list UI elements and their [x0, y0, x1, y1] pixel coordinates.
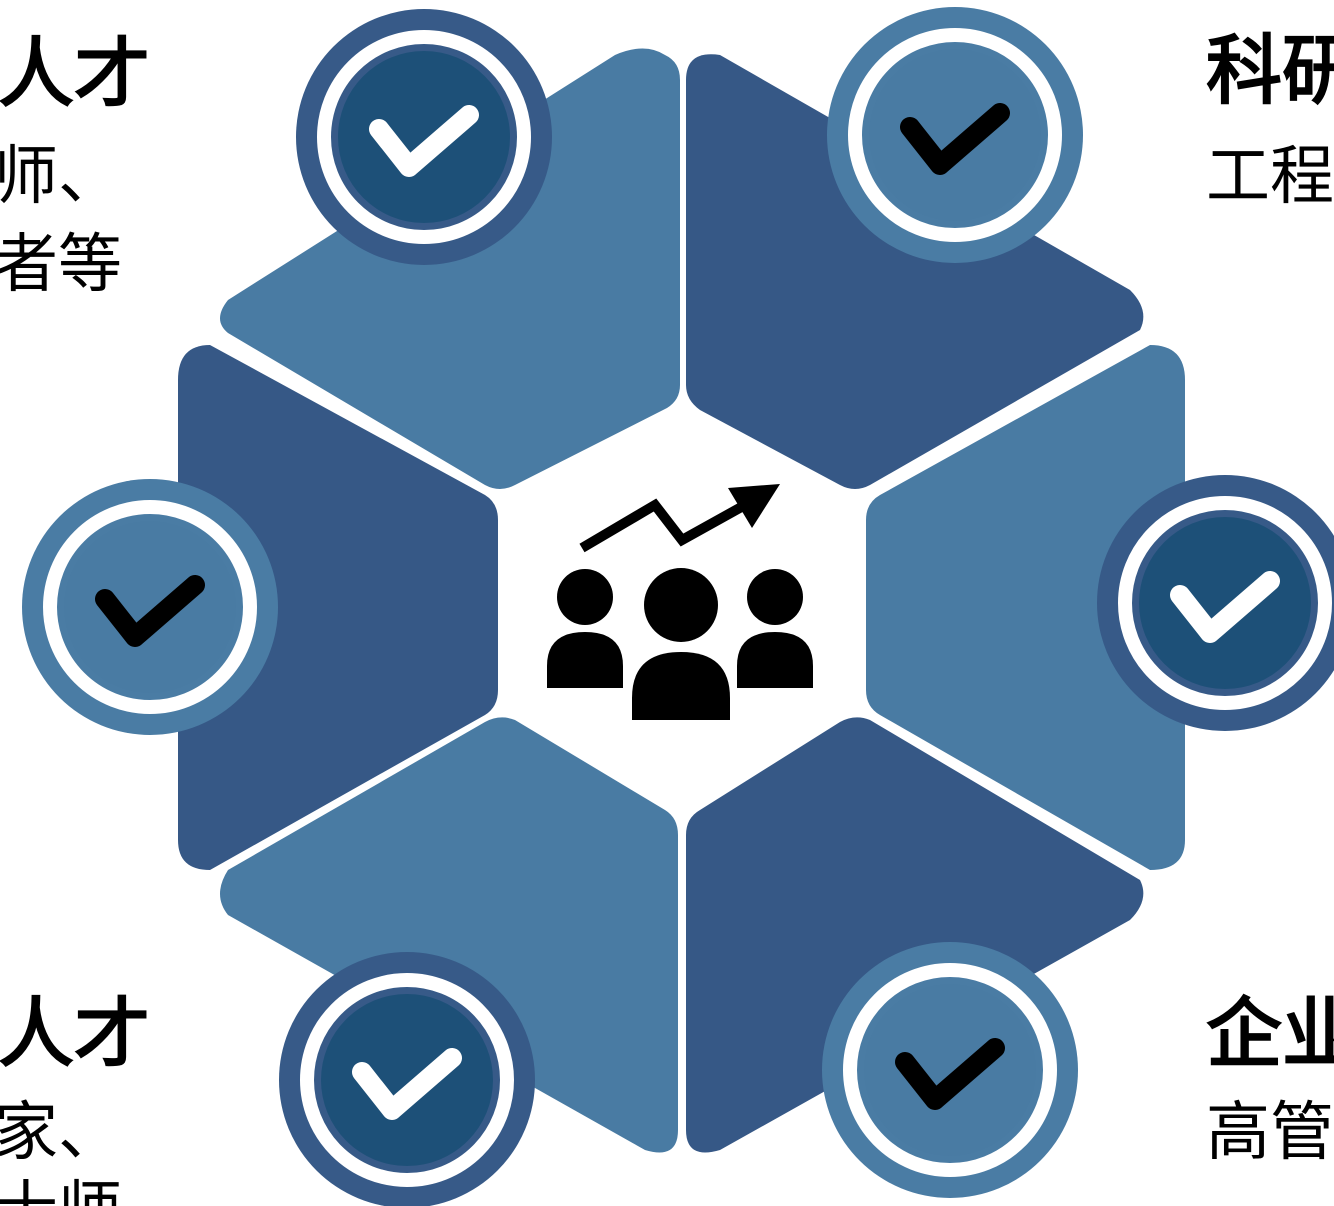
badge-white-ring [843, 963, 1057, 1177]
segment-right [866, 345, 1185, 870]
badge-white-ring [1118, 496, 1332, 710]
check-icon [1170, 571, 1280, 643]
people-growth-icon [547, 484, 813, 720]
badge-white-ring [300, 973, 514, 1187]
check-icon [352, 1048, 462, 1120]
segment-bottom-right [686, 717, 1144, 1153]
person-center-head [644, 568, 718, 642]
person-right-body [737, 632, 813, 688]
person-left-body [547, 632, 623, 688]
badge-inner-fill [321, 994, 493, 1166]
label-bottom-left-line1: 家、 [0, 1096, 122, 1170]
trend-arrowhead [728, 484, 780, 528]
badge-top-right [827, 7, 1083, 263]
check-icon [895, 1038, 1005, 1110]
label-bottom-right-title: 企业 [1206, 989, 1334, 1078]
label-top-left-title: 人才 [0, 29, 150, 118]
check-icon [900, 103, 1010, 175]
segments [178, 48, 1185, 1153]
label-bottom-right-line1: 高管 [1206, 1096, 1334, 1170]
badge-white-ring [43, 500, 257, 714]
label-top-right-line1: 工程 [1206, 140, 1334, 214]
label-top-left-line1: 师、 [0, 140, 122, 214]
badge-right [1097, 475, 1334, 731]
badge-top-left [296, 9, 552, 265]
segment-top-left [220, 48, 680, 489]
person-left-head [557, 569, 613, 625]
label-top-left-line2: 者等 [0, 228, 122, 302]
badge-inner-fill [338, 51, 510, 223]
badges [22, 7, 1334, 1206]
badge-bottom-left [279, 952, 535, 1206]
label-bottom-left-title: 人才 [0, 989, 150, 1078]
badge-white-ring [848, 28, 1062, 242]
badge-inner-fill [64, 521, 236, 693]
badge-bottom-right [822, 942, 1078, 1198]
badge-white-ring [317, 30, 531, 244]
label-bottom-left-line2: 士师 [0, 1180, 122, 1206]
person-center-body [632, 652, 730, 720]
segment-top-right [686, 54, 1144, 490]
badge-inner-fill [1139, 517, 1311, 689]
person-right-head [747, 569, 803, 625]
label-top-right-title: 科研 [1206, 26, 1334, 115]
badge-left [22, 479, 278, 735]
check-icon [369, 105, 479, 177]
segment-bottom-left [220, 717, 678, 1153]
trend-line [579, 498, 748, 553]
badge-inner-fill [864, 984, 1036, 1156]
badge-inner-fill [869, 49, 1041, 221]
segment-left [178, 345, 498, 870]
check-icon [95, 575, 205, 647]
